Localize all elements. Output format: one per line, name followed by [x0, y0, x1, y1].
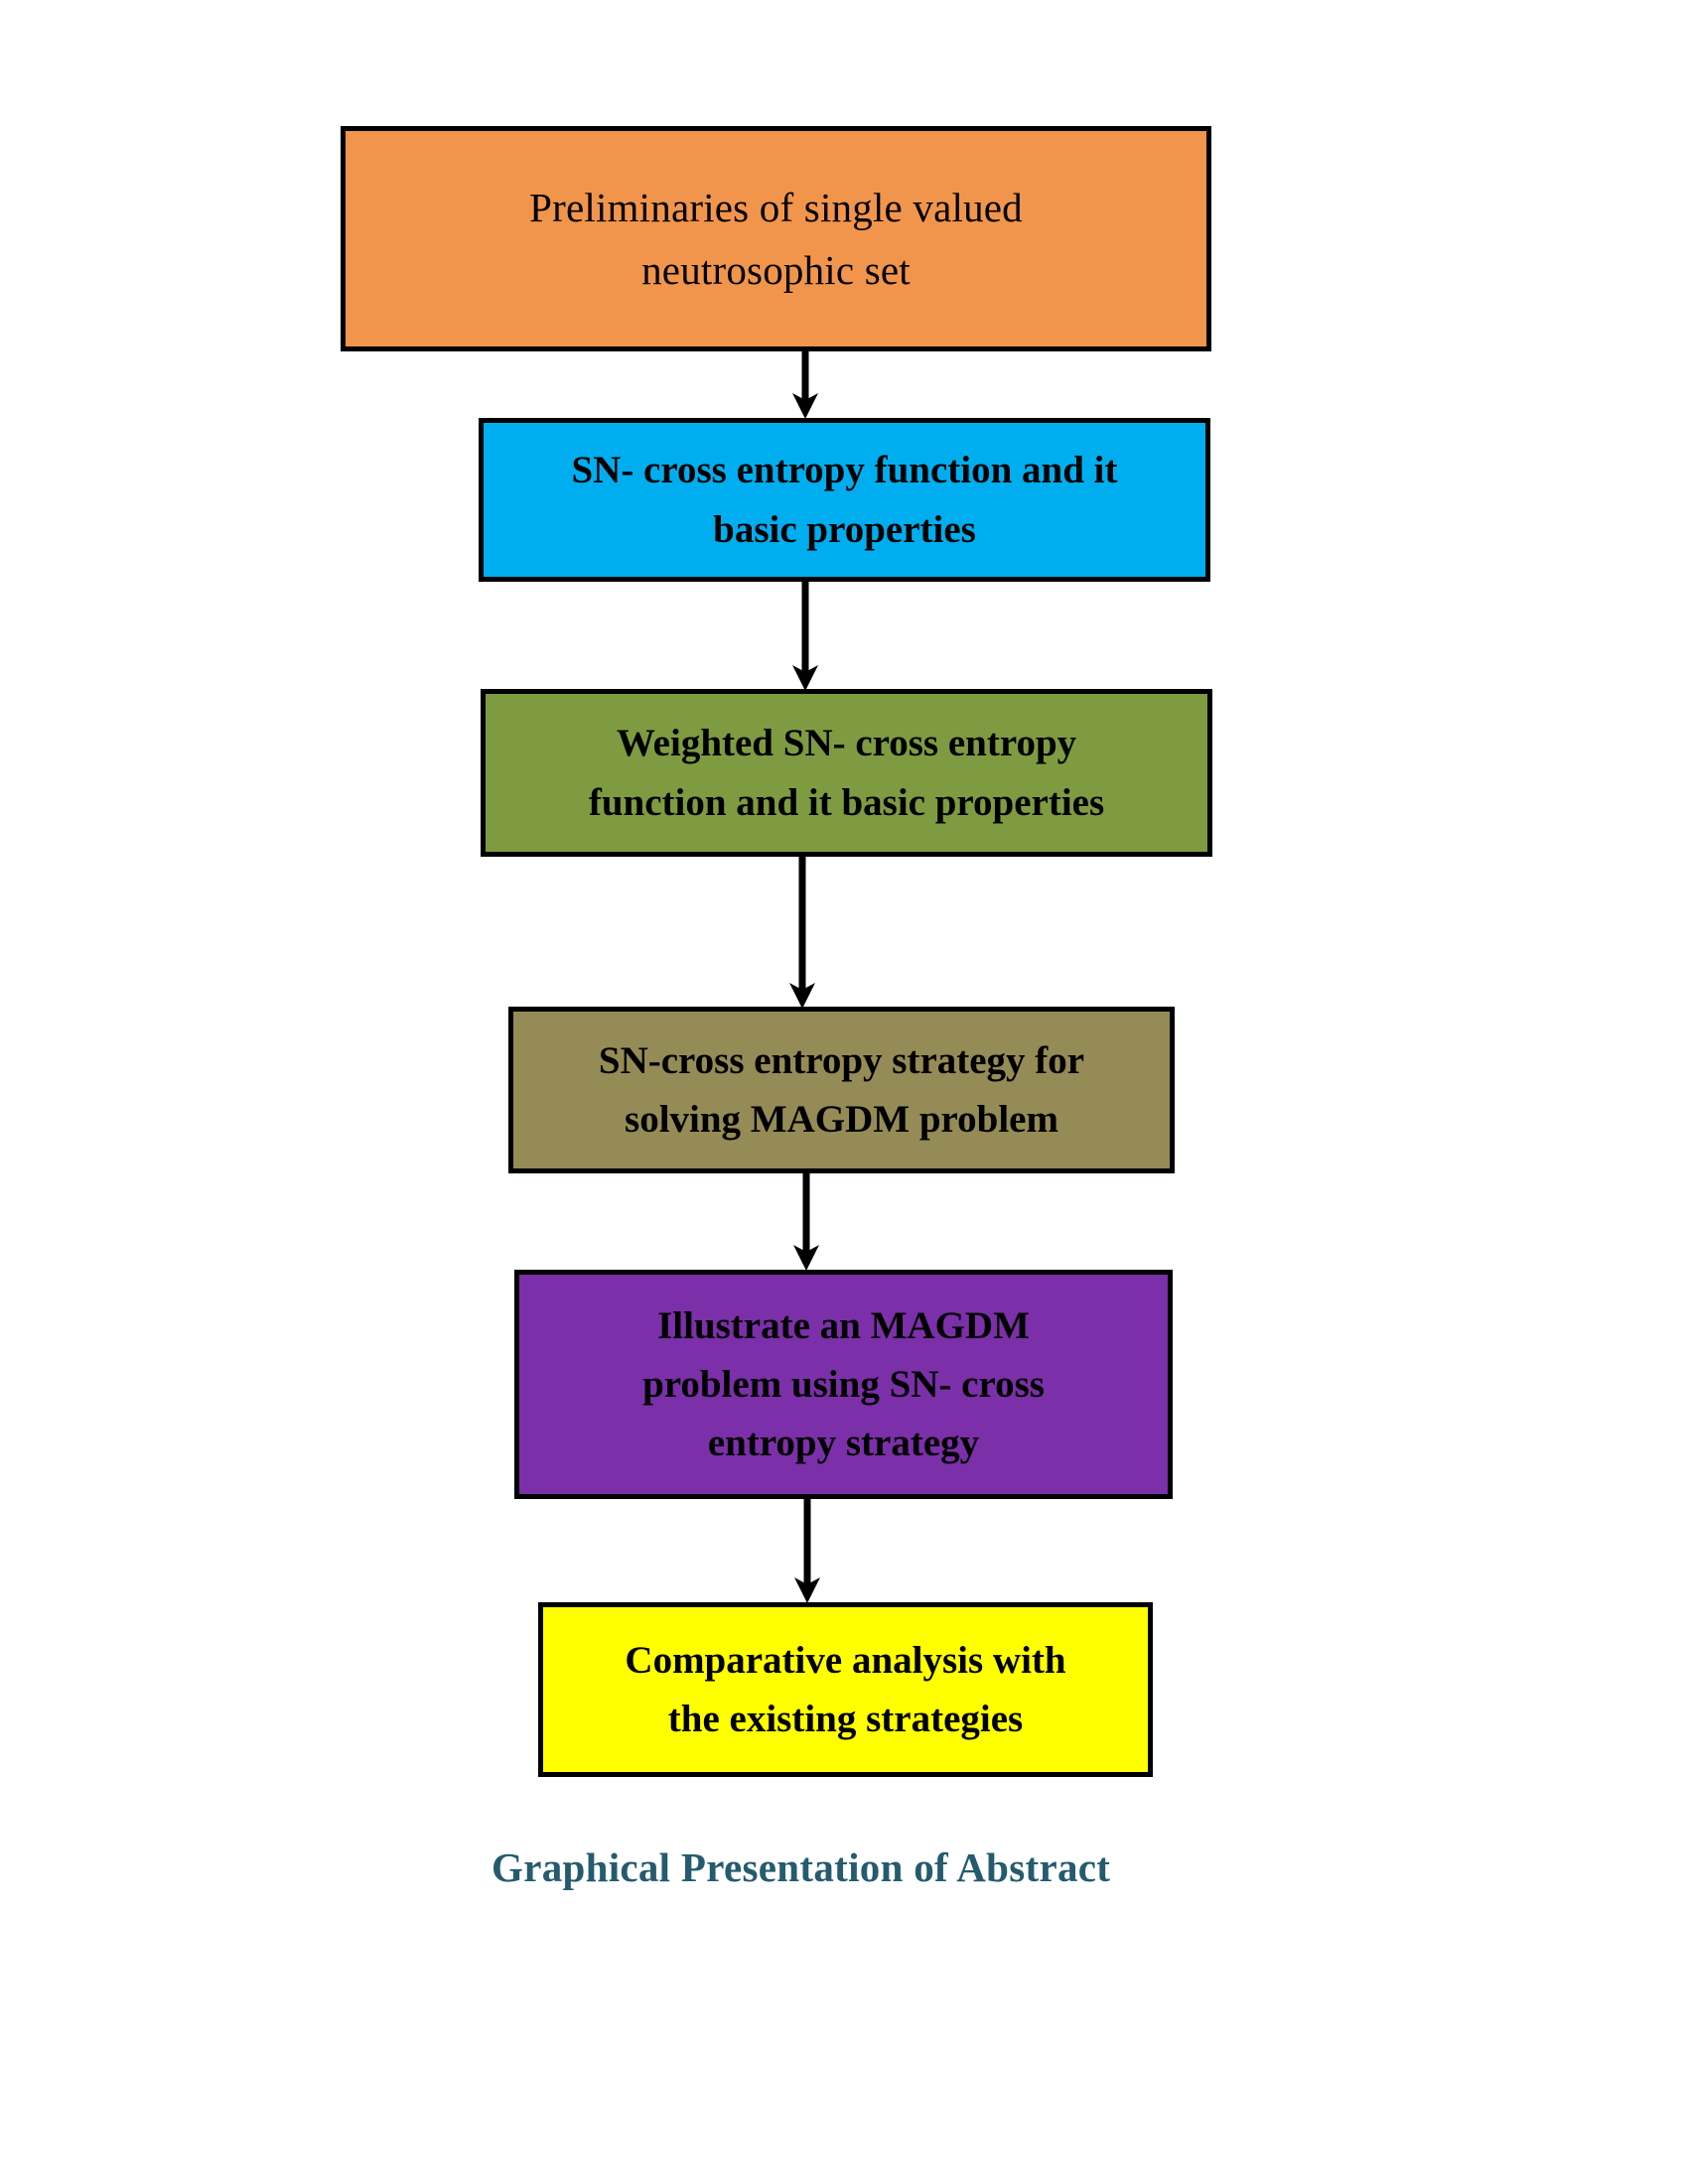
flow-node-comparative-analysis-line-1: Comparative analysis with — [625, 1638, 1066, 1682]
flow-node-weighted-sn-cross-entropy-line-2: function and it basic properties — [588, 780, 1105, 824]
flow-node-sn-cross-entropy-strategy-line-1: SN-cross entropy strategy for — [598, 1038, 1085, 1082]
flow-node-weighted-sn-cross-entropy[interactable]: Weighted SN- cross entropy function and … — [481, 689, 1212, 857]
flow-node-sn-cross-entropy-function-line-2: basic properties — [713, 507, 976, 551]
figure-caption: Graphical Presentation of Abstract — [492, 1844, 1111, 1890]
flow-node-illustrate-magdm-problem[interactable]: Illustrate an MAGDM problem using SN- cr… — [514, 1270, 1173, 1499]
flow-arrow-weighted-to-strategy — [787, 856, 817, 1010]
flow-node-illustrate-magdm-problem-line-3: entropy strategy — [707, 1422, 980, 1465]
flow-node-comparative-analysis[interactable]: Comparative analysis with the existing s… — [538, 1602, 1153, 1777]
flow-node-illustrate-magdm-problem-line-1: Illustrate an MAGDM — [657, 1303, 1030, 1347]
flow-node-sn-cross-entropy-strategy[interactable]: SN-cross entropy strategy for solving MA… — [508, 1007, 1175, 1173]
flow-node-preliminaries-line-1: Preliminaries of single valued — [529, 185, 1023, 231]
flow-node-sn-cross-entropy-function[interactable]: SN- cross entropy function and it basic … — [479, 418, 1210, 582]
flow-node-preliminaries[interactable]: Preliminaries of single valued neutrosop… — [341, 126, 1211, 351]
flow-node-weighted-sn-cross-entropy-line-1: Weighted SN- cross entropy — [616, 722, 1077, 765]
flow-arrow-strategy-to-illustrate — [791, 1172, 821, 1272]
flow-arrow-illustrate-to-comparative — [792, 1499, 822, 1604]
flow-node-sn-cross-entropy-strategy-line-2: solving MAGDM problem — [625, 1098, 1058, 1141]
flow-node-preliminaries-line-2: neutrosophic set — [641, 246, 911, 293]
flow-node-sn-cross-entropy-function-line-1: SN- cross entropy function and it — [571, 449, 1118, 492]
flow-node-comparative-analysis-line-2: the existing strategies — [667, 1698, 1024, 1740]
flow-arrow-preliminaries-to-sn-cross — [790, 350, 820, 420]
flow-arrow-sn-cross-to-weighted — [790, 581, 820, 692]
flow-node-illustrate-magdm-problem-line-2: problem using SN- cross — [642, 1362, 1045, 1406]
